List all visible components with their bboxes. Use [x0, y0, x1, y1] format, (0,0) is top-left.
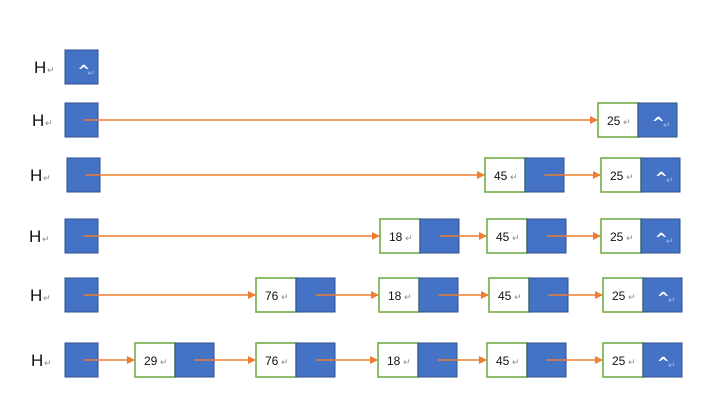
return-mark: ↵: [514, 293, 522, 303]
return-mark: ↵: [666, 237, 674, 247]
node-data-cell: [602, 277, 644, 313]
return-mark: ↵: [281, 293, 289, 303]
node-data-cell: [134, 342, 176, 378]
return-mark: ↵: [668, 296, 676, 306]
node-data-cell: [379, 218, 421, 254]
return-mark: ↵: [628, 293, 636, 303]
node-value: 45: [496, 354, 510, 368]
return-mark: ↵: [623, 118, 631, 128]
node-pointer-cell: [640, 218, 681, 254]
node-value: 18: [389, 230, 403, 244]
node-data-cell: [488, 277, 530, 313]
return-mark: ↵: [510, 173, 518, 183]
node-value: 45: [496, 230, 510, 244]
return-mark: ↵: [281, 358, 289, 368]
node-value: 45: [494, 169, 508, 183]
null-symbol: ^: [657, 289, 670, 307]
head-label: H: [30, 286, 42, 305]
head-label: H: [34, 58, 46, 77]
node-data-cell: [255, 342, 297, 378]
node-value: 25: [610, 169, 624, 183]
return-mark: ↵: [43, 294, 51, 304]
return-mark: ↵: [663, 121, 671, 131]
return-mark: ↵: [44, 359, 52, 369]
node-value: 76: [265, 354, 279, 368]
node-pointer-cell: [642, 277, 683, 313]
head-label: H: [30, 166, 42, 185]
node-data-cell: [600, 157, 642, 193]
null-symbol: ^: [655, 169, 668, 187]
return-mark: ↵: [404, 293, 412, 303]
node-data-cell: [600, 218, 642, 254]
null-symbol: ^: [657, 354, 670, 372]
return-mark: ↵: [626, 234, 634, 244]
node-pointer-cell: [642, 342, 683, 378]
node-pointer-cell: [640, 157, 681, 193]
head-label: H: [32, 111, 44, 130]
return-mark: ↵: [43, 174, 51, 184]
head-label: H: [29, 227, 41, 246]
node-value: 18: [387, 354, 401, 368]
node-value: 76: [265, 289, 279, 303]
node-value: 25: [610, 230, 624, 244]
return-mark: ↵: [42, 235, 50, 245]
return-mark: ↵: [626, 173, 634, 183]
null-symbol: ^: [655, 230, 668, 248]
return-mark: ↵: [88, 69, 96, 79]
node-value: 25: [612, 289, 626, 303]
return-mark: ↵: [628, 358, 636, 368]
return-mark: ↵: [47, 66, 55, 76]
return-mark: ↵: [403, 358, 411, 368]
null-symbol: ^: [78, 62, 91, 80]
node-pointer-cell: [637, 102, 678, 138]
node-value: 29: [144, 354, 158, 368]
return-mark: ↵: [45, 119, 53, 129]
node-value: 45: [498, 289, 512, 303]
node-value: 25: [607, 114, 621, 128]
return-mark: ↵: [668, 361, 676, 371]
head-label: H: [31, 351, 43, 370]
return-mark: ↵: [405, 234, 413, 244]
head-pointer-box: [64, 49, 99, 85]
return-mark: ↵: [512, 234, 520, 244]
node-value: 25: [612, 354, 626, 368]
return-mark: ↵: [160, 358, 168, 368]
return-mark: ↵: [666, 176, 674, 186]
return-mark: ↵: [512, 358, 520, 368]
node-data-cell: [377, 342, 419, 378]
null-symbol: ^: [652, 114, 665, 132]
node-value: 18: [388, 289, 402, 303]
